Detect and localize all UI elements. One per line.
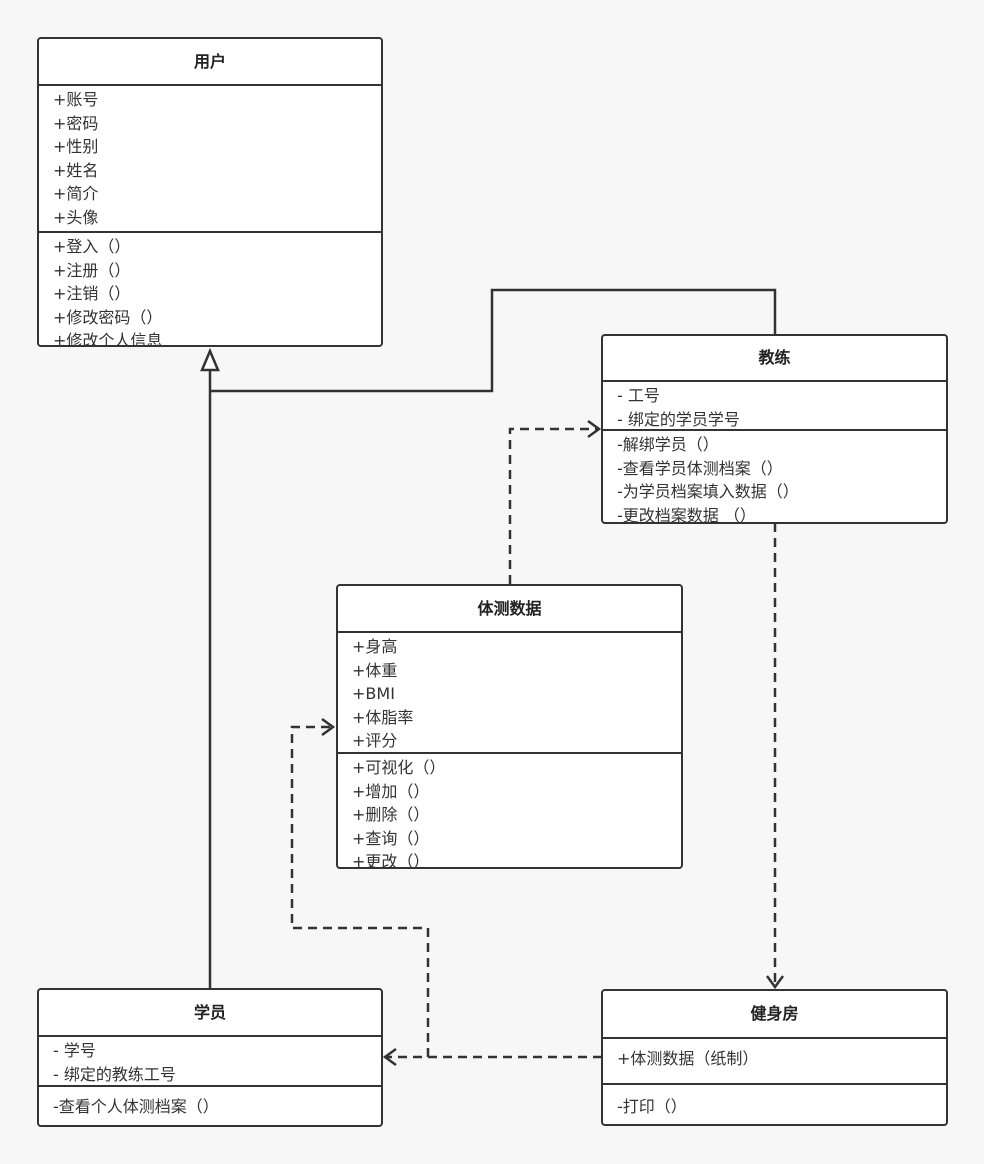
method: -更改档案数据 （） [617, 505, 756, 524]
attribute: - 绑定的学员学号 [617, 409, 740, 429]
class-title: 用户 [39, 39, 381, 86]
attribute: +密码 [53, 113, 99, 133]
class-title: 学员 [39, 990, 381, 1037]
dependency-gym-student-arrowhead [382, 1047, 397, 1067]
class-title: 教练 [603, 336, 946, 382]
attributes-section: +身高 +体重 +BMI +体脂率 +评分 [338, 633, 681, 752]
attribute: - 学号 [53, 1041, 96, 1060]
attribute: - 绑定的教练工号 [53, 1064, 176, 1084]
class-user[interactable]: 用户 +账号 +密码 +性别 +姓名 +简介 +头像 +登入（） +注册（） +… [37, 37, 383, 347]
methods-section: -解绑学员（） -查看学员体测档案（） -为学员档案填入数据（） -更改档案数据… [603, 429, 946, 524]
attribute: +性别 [53, 137, 99, 156]
dependency-coach-gym-arrowhead [765, 975, 785, 990]
attribute: +体脂率 [352, 707, 414, 727]
class-student[interactable]: 学员 - 学号 - 绑定的教练工号 -查看个人体测档案（） [37, 988, 383, 1127]
generalization-coach-user [210, 288, 777, 393]
method: -查看学员体测档案（） [617, 458, 783, 478]
attribute: - 工号 [617, 386, 660, 405]
attributes-section: - 学号 - 绑定的教练工号 [39, 1037, 381, 1085]
attributes-section: +账号 +密码 +性别 +姓名 +简介 +头像 [39, 86, 381, 231]
method: -为学员档案填入数据（） [617, 482, 799, 501]
method: +注销（） [53, 284, 131, 303]
dependency-fitness-coach [508, 427, 598, 584]
attribute: +头像 [53, 207, 99, 227]
methods-section: -查看个人体测档案（） [39, 1085, 381, 1119]
methods-section: -打印（） [603, 1083, 946, 1119]
attribute: +BMI [352, 684, 395, 703]
method: -查看个人体测档案（） [53, 1097, 219, 1116]
method: -解绑学员（） [617, 435, 719, 454]
method: +修改密码（） [53, 307, 163, 327]
attribute: +账号 [53, 90, 99, 109]
method: +注册（） [53, 260, 131, 280]
generalization-arrowhead [200, 347, 220, 372]
attribute: +简介 [53, 184, 99, 203]
method: +登入（） [53, 237, 131, 256]
methods-section: +登入（） +注册（） +注销（） +修改密码（） +修改个人信息 [39, 231, 381, 347]
method: +增加（） [352, 781, 430, 801]
dependency-student-fitness-arrowhead [321, 717, 336, 737]
class-title: 体测数据 [338, 586, 681, 633]
method: +更改（） [352, 852, 430, 869]
attributes-section: +体测数据（纸制） [603, 1039, 946, 1083]
method: +修改个人信息 [53, 331, 163, 347]
method: +可视化（） [352, 758, 446, 777]
method: +删除（） [352, 805, 430, 824]
attribute: +身高 [352, 637, 398, 656]
dependency-fitness-coach-arrowhead [587, 419, 602, 439]
class-gym[interactable]: 健身房 +体测数据（纸制） -打印（） [601, 989, 948, 1126]
method: -打印（） [617, 1097, 687, 1116]
attribute: +体测数据（纸制） [617, 1049, 759, 1068]
method: +查询（） [352, 828, 430, 848]
attributes-section: - 工号 - 绑定的学员学号 [603, 382, 946, 429]
attribute: +体重 [352, 660, 398, 680]
methods-section: +可视化（） +增加（） +删除（） +查询（） +更改（） [338, 752, 681, 869]
attribute: +姓名 [53, 160, 99, 180]
class-coach[interactable]: 教练 - 工号 - 绑定的学员学号 -解绑学员（） -查看学员体测档案（） -为… [601, 334, 948, 524]
class-fitness-data[interactable]: 体测数据 +身高 +体重 +BMI +体脂率 +评分 +可视化（） +增加（） … [336, 584, 683, 869]
attribute: +评分 [352, 731, 398, 750]
class-title: 健身房 [603, 991, 946, 1039]
